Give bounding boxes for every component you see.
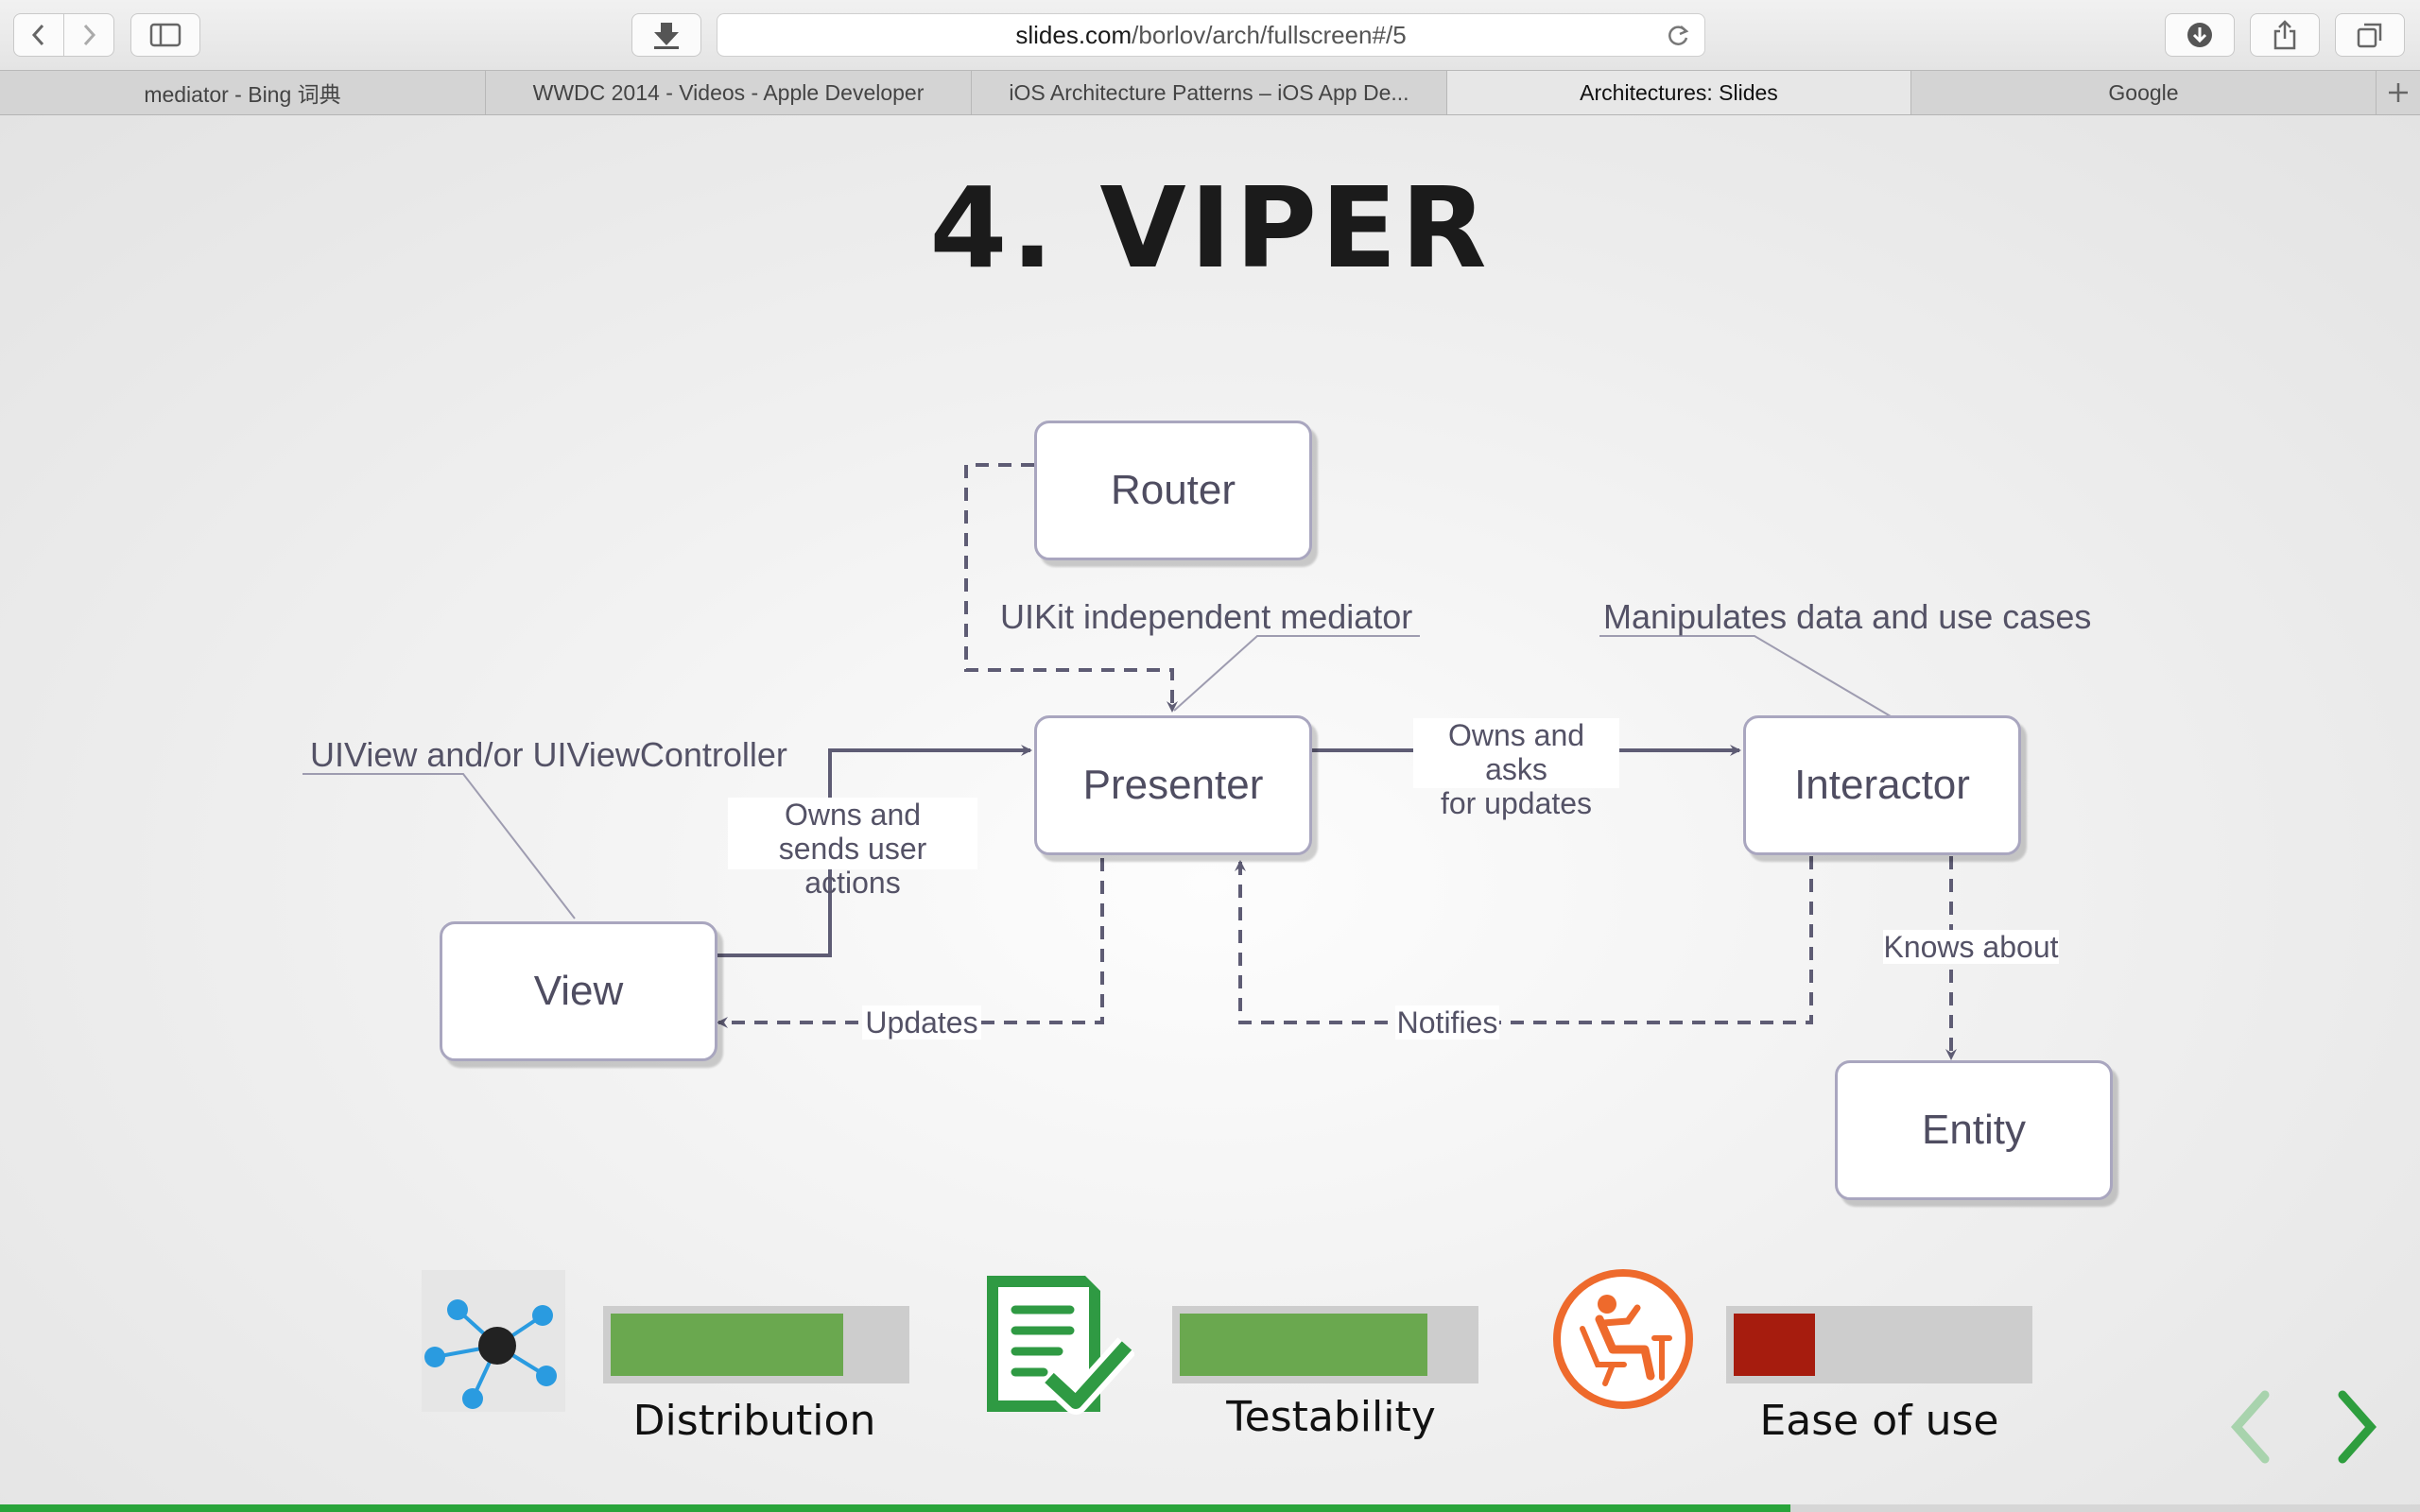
tabs-overview-button[interactable] xyxy=(2335,13,2405,57)
downloads-arrow-icon xyxy=(654,23,679,49)
previous-slide-chevron-icon[interactable] xyxy=(2227,1389,2274,1465)
edge-label-knows-about: Knows about xyxy=(1883,930,2059,964)
callout-line-interactor xyxy=(1599,635,1892,717)
plus-icon xyxy=(2389,83,2408,102)
tab-wwdc[interactable]: WWDC 2014 - Videos - Apple Developer xyxy=(486,71,972,114)
sidebar-icon xyxy=(149,23,182,47)
address-bar[interactable]: slides.com/borlov/arch/fullscreen#/5 xyxy=(717,13,1705,57)
downloads-button[interactable] xyxy=(631,13,701,57)
ease-of-use-meter-fill xyxy=(1734,1314,1815,1376)
distribution-meter-fill xyxy=(611,1314,843,1376)
next-slide-chevron-icon[interactable] xyxy=(2333,1389,2380,1465)
ease-of-use-meter xyxy=(1726,1306,2032,1383)
tab-ios-architecture[interactable]: iOS Architecture Patterns – iOS App De..… xyxy=(972,71,1447,114)
connector-interactor-notifies-presenter xyxy=(1235,856,1813,1024)
edge-label-owns-and-asks: Owns and asks for updates xyxy=(1413,718,1619,820)
presenter-box: Presenter xyxy=(1034,715,1312,855)
tab-label: Architectures: Slides xyxy=(1580,79,1778,105)
tab-label: Google xyxy=(2108,79,2179,105)
router-box: Router xyxy=(1034,421,1312,560)
testability-label: Testability xyxy=(1226,1393,1436,1441)
presentation-progress-fill xyxy=(0,1504,1791,1512)
tab-label: WWDC 2014 - Videos - Apple Developer xyxy=(532,79,925,105)
entity-box: Entity xyxy=(1835,1060,2113,1200)
presenter-box-label: Presenter xyxy=(1082,762,1264,808)
url-host: slides.com xyxy=(1015,20,1132,49)
callout-line-router xyxy=(1173,635,1420,712)
download-icon xyxy=(2187,23,2212,47)
testability-meter xyxy=(1172,1306,1478,1383)
testability-meter-fill xyxy=(1180,1314,1427,1376)
edge-label-updates: Updates xyxy=(862,1005,981,1040)
callout-line-view xyxy=(302,773,576,919)
interactor-note: Manipulates data and use cases xyxy=(1603,597,2092,636)
relaxed-person-icon xyxy=(1553,1269,1693,1409)
forward-icon xyxy=(83,24,96,46)
presentation-progress-bar xyxy=(0,1504,2420,1512)
connector-router-to-presenter xyxy=(964,463,1178,713)
browser-toolbar: slides.com/borlov/arch/fullscreen#/5 xyxy=(0,0,2420,70)
share-button[interactable] xyxy=(2250,13,2320,57)
ease-of-use-label: Ease of use xyxy=(1759,1397,1999,1445)
new-tab-button[interactable] xyxy=(2377,71,2420,114)
forward-button[interactable] xyxy=(63,13,114,57)
view-box: View xyxy=(440,921,717,1061)
tab-label: iOS Architecture Patterns – iOS App De..… xyxy=(1009,79,1409,105)
tab-google[interactable]: Google xyxy=(1911,71,2377,114)
router-note: UIKit independent mediator xyxy=(1000,597,1413,636)
tab-architectures-slides[interactable]: Architectures: Slides xyxy=(1447,71,1911,114)
edge-label-notifies: Notifies xyxy=(1395,1005,1499,1040)
connector-presenter-updates-view xyxy=(717,858,1104,1028)
tab-label: mediator - Bing 词典 xyxy=(144,82,341,107)
edge-label-owns-and-sends: Owns and sends user actions xyxy=(728,798,977,900)
download-status-button[interactable] xyxy=(2165,13,2235,57)
slide: 4. VIPER UIKit independent xyxy=(0,115,2420,1512)
share-icon xyxy=(2273,20,2296,50)
distribution-meter xyxy=(603,1306,909,1383)
back-icon xyxy=(31,24,44,46)
interactor-box-label: Interactor xyxy=(1794,762,1970,808)
sidebar-button[interactable] xyxy=(130,13,200,57)
back-button[interactable] xyxy=(13,13,64,57)
interactor-box: Interactor xyxy=(1743,715,2021,855)
reload-icon[interactable] xyxy=(1665,23,1691,49)
tabs-overview-icon xyxy=(2357,23,2382,48)
distribution-label: Distribution xyxy=(632,1397,876,1445)
view-note: UIView and/or UIViewController xyxy=(310,735,787,774)
slide-title: 4. VIPER xyxy=(929,163,1491,293)
checklist-icon xyxy=(987,1276,1134,1415)
entity-box-label: Entity xyxy=(1921,1107,2027,1153)
router-box-label: Router xyxy=(1110,467,1236,513)
tab-mediator[interactable]: mediator - Bing 词典 xyxy=(0,71,486,114)
view-box-label: View xyxy=(533,968,624,1014)
tab-bar: mediator - Bing 词典 WWDC 2014 - Videos - … xyxy=(0,70,2420,115)
network-hub-icon xyxy=(422,1270,565,1412)
url-path: /borlov/arch/fullscreen#/5 xyxy=(1132,20,1407,49)
